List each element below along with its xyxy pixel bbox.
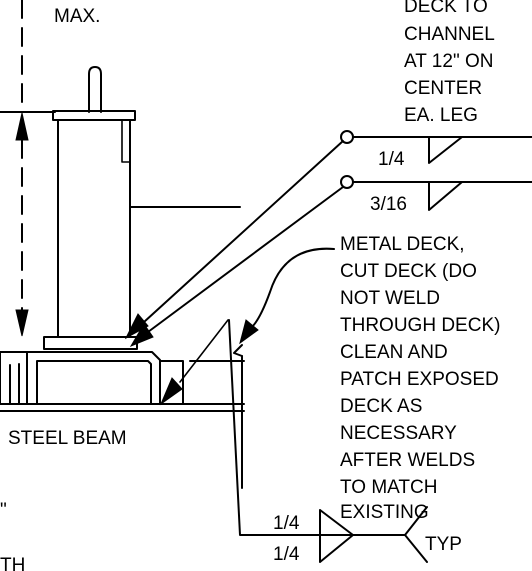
weld-1-size: 1/4 bbox=[378, 149, 405, 170]
channel-and-beam bbox=[0, 351, 245, 412]
deck-note-line-4: CENTER bbox=[404, 78, 482, 99]
post-tube bbox=[57, 119, 131, 338]
metal-deck-note: METAL DECK, CUT DECK (DO NOT WELD THROUG… bbox=[340, 234, 500, 523]
dimension-line bbox=[0, 0, 56, 337]
bottom-weld-size-bottom: 1/4 bbox=[273, 544, 300, 565]
metal-deck-note-line-7: DECK AS bbox=[340, 396, 422, 417]
metal-deck-arrowhead bbox=[239, 319, 259, 345]
weld-1-leader bbox=[143, 140, 344, 323]
partial-left-text-1: " bbox=[0, 500, 7, 521]
deck-profile bbox=[0, 351, 245, 405]
deck-note-line-3: AT 12" ON bbox=[404, 51, 493, 72]
deck-note-line-2: CHANNEL bbox=[404, 24, 495, 45]
bottom-weld-size-top: 1/4 bbox=[273, 513, 300, 534]
max-label: MAX. bbox=[54, 6, 100, 27]
metal-deck-note-line-8: NECESSARY bbox=[340, 423, 457, 444]
metal-deck-note-line-11: EXISTING bbox=[340, 502, 429, 523]
post-assembly bbox=[43, 66, 241, 350]
post-tube-inner-line bbox=[121, 119, 131, 163]
post-cap-plate bbox=[52, 110, 136, 121]
weld-1-symbol bbox=[428, 136, 463, 164]
post-top-pin bbox=[88, 66, 102, 113]
metal-deck-note-line-1: METAL DECK, bbox=[340, 234, 465, 255]
beam-flange bbox=[0, 403, 245, 412]
typ-label: TYP bbox=[425, 534, 462, 555]
deck-note-line-1: DECK TO bbox=[404, 0, 488, 17]
weld-2-symbol bbox=[428, 181, 463, 211]
metal-deck-note-line-6: PATCH EXPOSED bbox=[340, 369, 499, 390]
dimension-arrow-down bbox=[15, 309, 29, 337]
weld-1-arrowhead bbox=[124, 313, 149, 340]
bottom-weld-tail bbox=[354, 506, 428, 563]
channel-outer bbox=[26, 351, 161, 405]
bottom-weld-leader bbox=[228, 319, 356, 536]
weld-2-leader bbox=[147, 186, 344, 333]
weld-2-size: 3/16 bbox=[370, 194, 407, 215]
metal-deck-note-line-5: CLEAN AND bbox=[340, 342, 448, 363]
bottom-weld-arrowhead bbox=[159, 377, 183, 406]
metal-deck-note-line-2: CUT DECK (DO bbox=[340, 261, 477, 282]
bottom-weld-diagonal bbox=[179, 319, 229, 383]
deck-note-line-5: EA. LEG bbox=[404, 105, 478, 126]
weld-leaders bbox=[124, 130, 532, 563]
dimension-arrow-up bbox=[15, 112, 29, 141]
deck-note: DECK TO CHANNEL AT 12" ON CENTER EA. LEG bbox=[404, 0, 495, 126]
metal-deck-note-line-4: THROUGH DECK) bbox=[340, 315, 500, 336]
weld-2-arrowhead bbox=[129, 323, 154, 348]
partial-left-text-2: TH bbox=[0, 555, 25, 571]
bottom-weld-symbol bbox=[319, 509, 354, 563]
metal-deck-leader bbox=[247, 247, 335, 331]
post-base-plate bbox=[43, 336, 138, 350]
metal-deck-note-line-10: TO MATCH bbox=[340, 477, 437, 498]
metal-deck-note-line-9: AFTER WELDS bbox=[340, 450, 475, 471]
steel-beam-label: STEEL BEAM bbox=[8, 428, 127, 449]
metal-deck-note-line-3: NOT WELD bbox=[340, 288, 440, 309]
channel-inner bbox=[36, 360, 152, 405]
bottom-weld-small-mark bbox=[233, 344, 243, 357]
